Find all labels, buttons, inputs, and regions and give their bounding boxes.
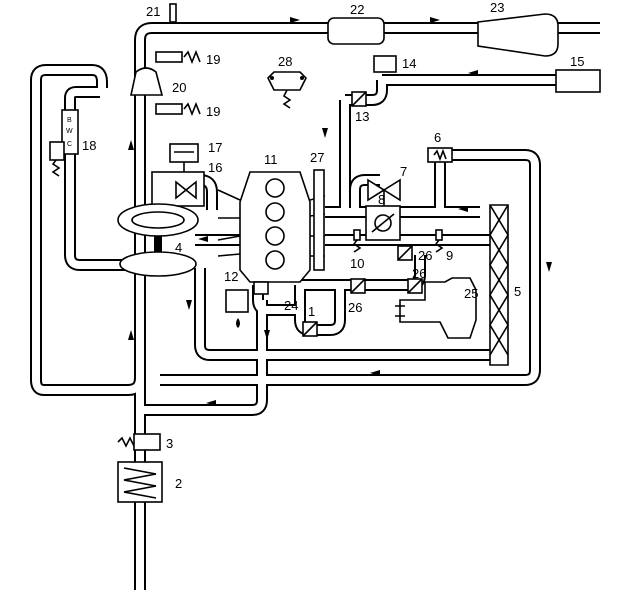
- label-18: 18: [82, 138, 96, 153]
- label-24: 24: [284, 298, 298, 313]
- outer-left-loop-pipe: [30, 64, 146, 396]
- sensor-9: [435, 229, 443, 241]
- label-8: 8: [378, 192, 385, 207]
- label-26-b: 26: [418, 248, 432, 263]
- label-19-top: 19: [206, 52, 220, 67]
- filter-17: [169, 143, 199, 163]
- valve-3: [133, 433, 161, 451]
- sensor-10: [353, 229, 361, 241]
- label-3: 3: [166, 436, 173, 451]
- catalyst-20: [130, 67, 164, 96]
- label-28: 28: [278, 54, 292, 69]
- label-17: 17: [208, 140, 222, 155]
- label-20: 20: [172, 80, 186, 95]
- component-labels: 1 2 3 4 5 6 7 8 9 10 11 12 13 14 15 16 1…: [82, 0, 584, 491]
- component-15: [555, 69, 601, 93]
- label-9: 9: [446, 248, 453, 263]
- label-2: 2: [175, 476, 182, 491]
- label-25: 25: [464, 286, 478, 301]
- turbo-turbine-4: [119, 251, 197, 277]
- valve18-b: B: [67, 117, 72, 124]
- label-6: 6: [434, 130, 441, 145]
- label-14: 14: [402, 56, 416, 71]
- label-21: 21: [146, 4, 160, 19]
- label-5: 5: [514, 284, 521, 299]
- label-27: 27: [310, 150, 324, 165]
- label-15: 15: [570, 54, 584, 69]
- label-23: 23: [490, 0, 504, 15]
- label-26-a: 26: [348, 300, 362, 315]
- label-26-c: 26: [412, 266, 426, 281]
- lambda-sensor-19-top: [155, 51, 183, 63]
- intercooler-5: [489, 204, 509, 366]
- component-24: [253, 281, 269, 295]
- valve18-w: W: [66, 128, 73, 135]
- valve-18: [61, 109, 79, 155]
- silencer-22: [327, 17, 385, 45]
- label-19-bottom: 19: [206, 104, 220, 119]
- fuel-rail-27: [313, 169, 325, 271]
- label-22: 22: [350, 2, 364, 17]
- label-16: 16: [208, 160, 222, 175]
- label-10: 10: [350, 256, 364, 271]
- component-14: [373, 55, 397, 73]
- lambda-sensor-19-bottom: [155, 103, 183, 115]
- flow-arrows: [128, 17, 552, 406]
- label-13: 13: [355, 109, 369, 124]
- pipe-network: [30, 22, 600, 590]
- sensor-21: [169, 3, 177, 23]
- muffler-23: [477, 13, 559, 57]
- label-7: 7: [400, 164, 407, 179]
- label-11: 11: [264, 152, 278, 167]
- pipe-network-inner: [32, 24, 600, 590]
- label-4: 4: [175, 240, 182, 255]
- label-1: 1: [308, 304, 315, 319]
- component-12: [225, 289, 249, 313]
- sensor-28: [267, 71, 307, 91]
- label-12: 12: [224, 269, 238, 284]
- brake-booster-25: [399, 277, 477, 339]
- valve18-c: C: [67, 141, 72, 148]
